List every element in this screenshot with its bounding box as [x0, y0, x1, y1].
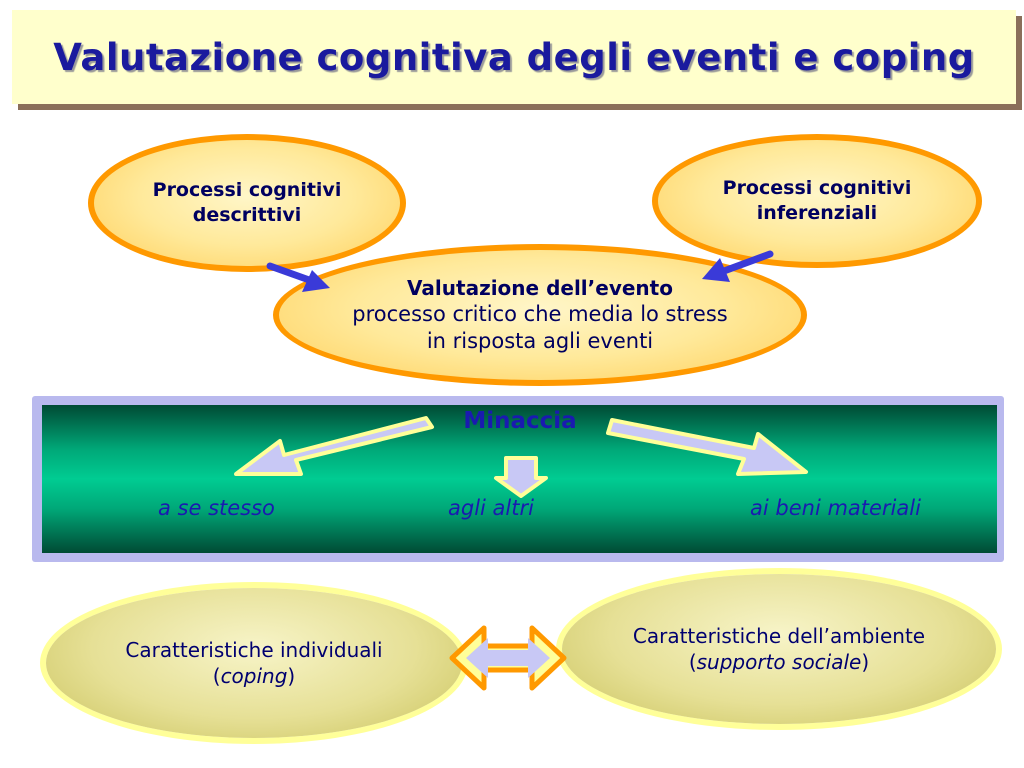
title-bar: Valutazione cognitiva degli eventi e cop…: [12, 10, 1016, 104]
oval-line: Processi cognitivi: [152, 179, 342, 202]
oval-line: in risposta agli eventi: [426, 329, 654, 353]
oval-processi-inferenziali: Processi cognitivi inferenziali: [652, 134, 982, 268]
oval-caratteristiche-individuali: Caratteristiche individuali (coping): [46, 588, 462, 738]
label-a-se-stesso: a se stesso: [158, 496, 275, 520]
paren-open: (: [688, 650, 697, 674]
paren-close: ): [861, 650, 870, 674]
double-arrow-icon: [449, 625, 567, 691]
oval-italic: supporto sociale: [696, 650, 862, 674]
oval-caratteristiche-ambiente: Caratteristiche dell’ambiente (supporto …: [562, 574, 996, 724]
label-agli-altri: agli altri: [448, 496, 534, 520]
oval-subline: (coping): [213, 663, 295, 689]
page-title: Valutazione cognitiva degli eventi e cop…: [53, 35, 975, 79]
oval-line: Processi cognitivi: [722, 177, 912, 200]
oval-line: Caratteristiche dell’ambiente: [632, 624, 926, 648]
oval-line: inferenziali: [756, 202, 878, 224]
oval-line: Caratteristiche individuali: [125, 638, 383, 662]
oval-line: processo critico che media lo stress: [352, 301, 728, 326]
label-beni-materiali: ai beni materiali: [750, 496, 921, 520]
oval-subline: (supporto sociale): [689, 649, 869, 675]
paren-close: ): [287, 664, 296, 688]
oval-valutazione-evento: Valutazione dell’evento processo critico…: [273, 244, 807, 386]
oval-processi-descrittivi: Processi cognitivi descrittivi: [88, 134, 406, 272]
band-title-minaccia: Minaccia: [463, 408, 577, 434]
oval-heading: Valutazione dell’evento: [407, 275, 673, 300]
oval-line: descrittivi: [192, 204, 302, 226]
oval-italic: coping: [220, 664, 288, 688]
paren-open: (: [212, 664, 221, 688]
